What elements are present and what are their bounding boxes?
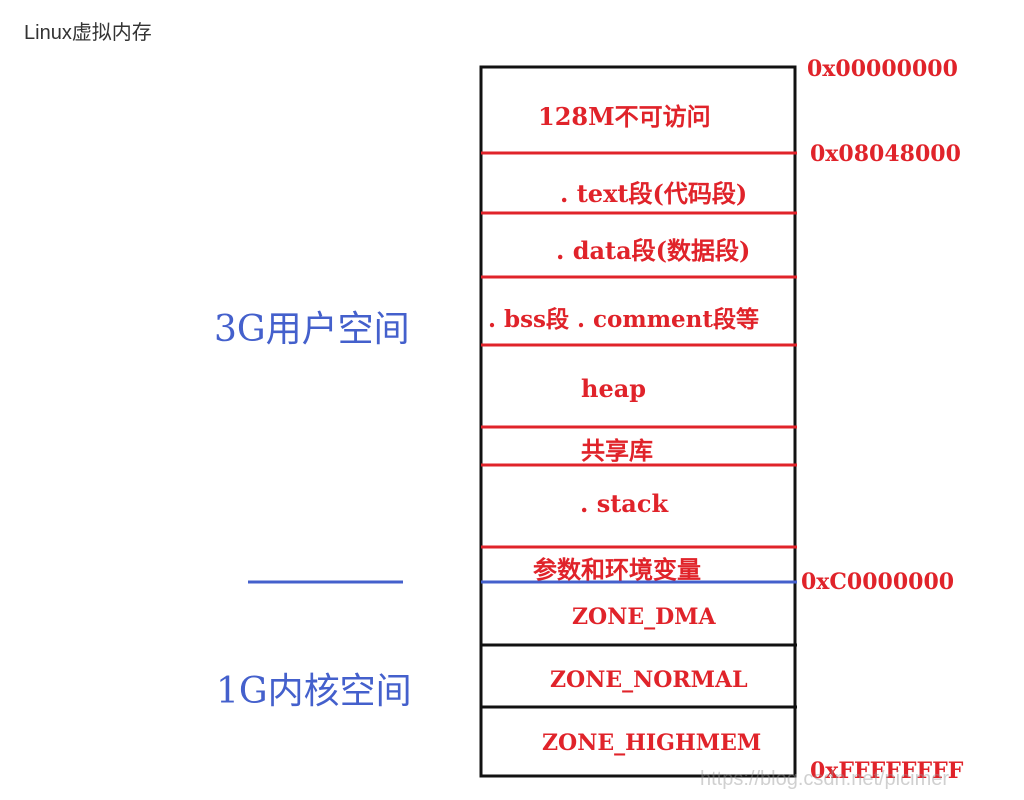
segment-label-text: . text段(代码段) [560,179,748,208]
segment-label-bss: . bss段 . comment段等 [488,306,760,333]
address-end: 0xFFFFFFFF [810,758,964,784]
segment-label-args-env: 参数和环境变量 [533,555,701,584]
segment-label-data: . data段(数据段) [556,236,751,265]
segment-label-stack: . stack [580,489,669,518]
segment-label-zone-normal: ZONE_NORMAL [550,667,748,693]
user-space-label: 3G用户空间 [214,309,410,350]
segment-label-heap: heap [581,374,647,403]
address-text-start: 0x08048000 [810,141,961,167]
address-start: 0x00000000 [807,56,958,82]
page-title: Linux虚拟内存 [24,22,152,44]
segment-label-zone-highmem: ZONE_HIGHMEM [542,730,762,756]
memory-box [479,65,797,778]
segment-label-shared-lib: 共享库 [581,436,653,465]
segment-label-128m: 128M不可访问 [538,102,711,131]
kernel-space-label: 1G内核空间 [216,671,412,712]
watermark: https://blog.csdn.net/picimer [700,768,950,790]
segment-label-zone-dma: ZONE_DMA [572,604,716,630]
address-kernel-start: 0xC0000000 [801,569,955,595]
